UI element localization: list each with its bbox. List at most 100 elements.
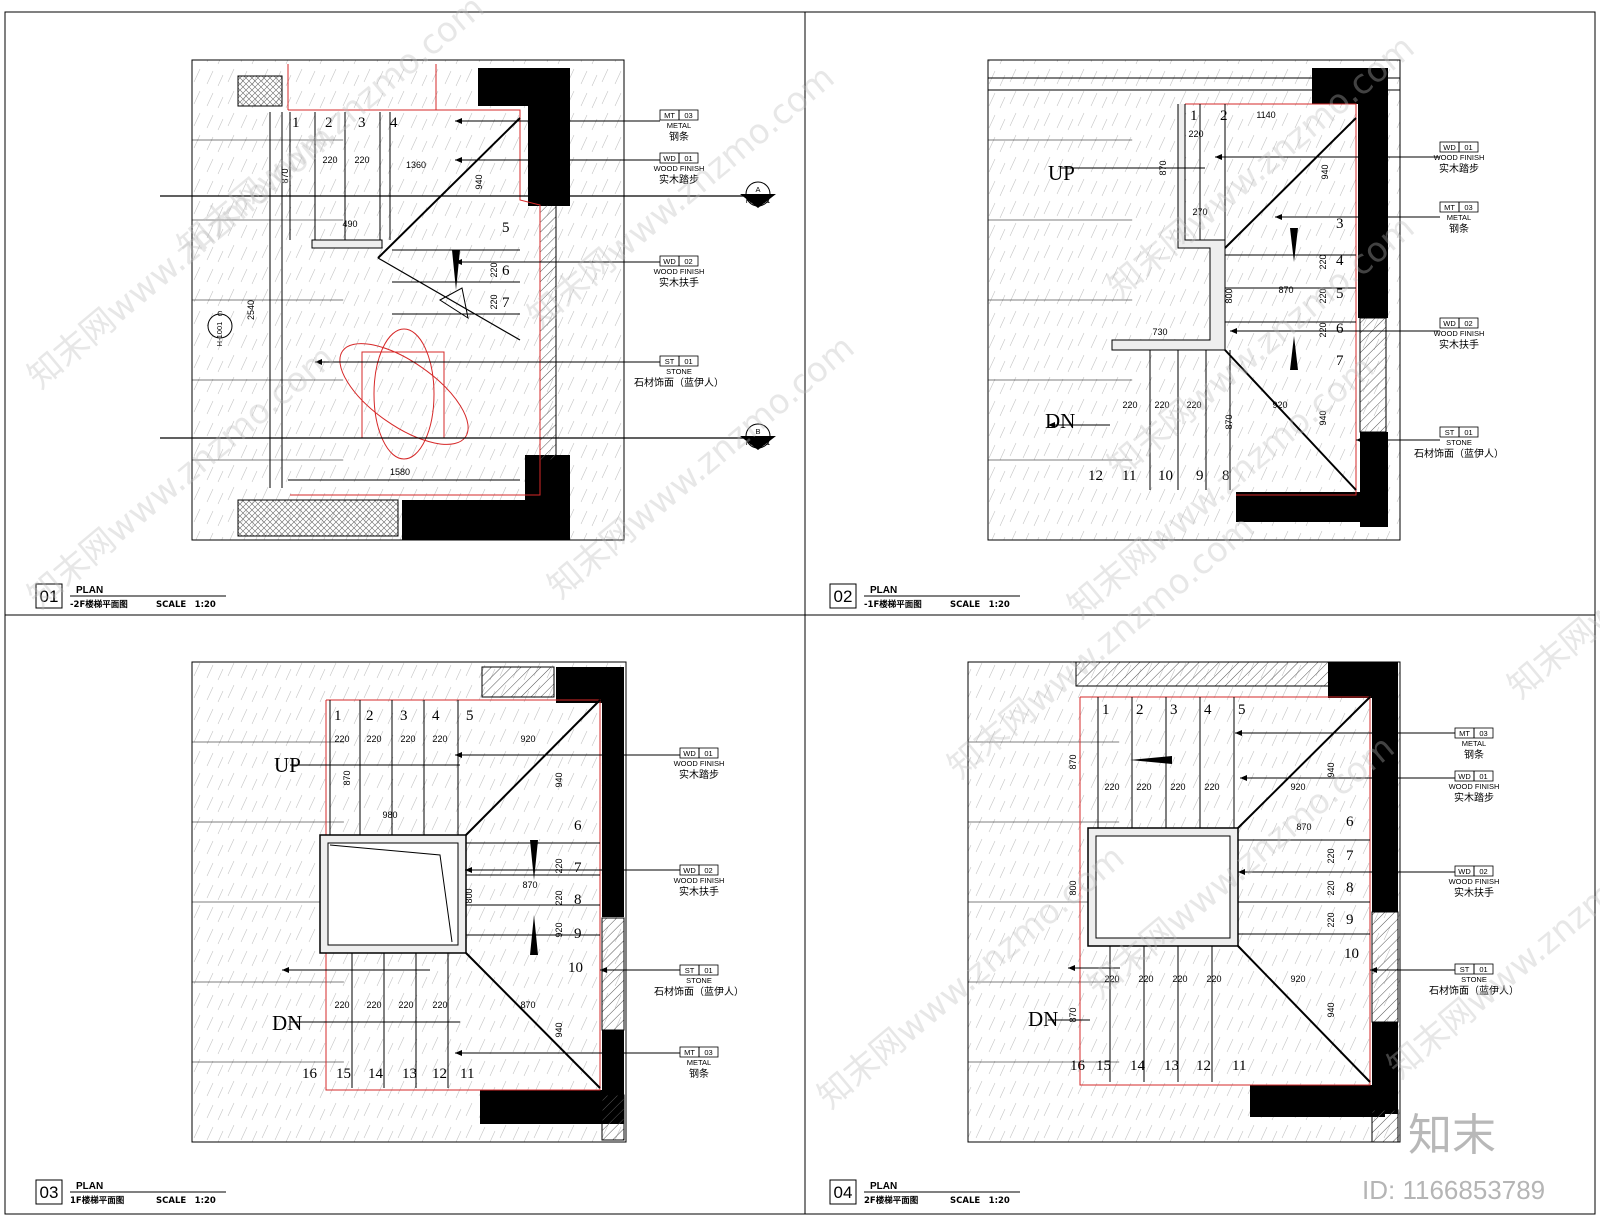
dim-label: 920 (1290, 974, 1305, 984)
dim-label: 220 (1138, 974, 1153, 984)
leader-arrow-head (455, 1050, 462, 1056)
diagonal-stringer (465, 699, 601, 836)
dim-label: 870 (1068, 1007, 1078, 1022)
tag-number: 01 (704, 966, 712, 975)
leader-arrow-head (600, 967, 607, 973)
dim-label: 220 (1318, 288, 1328, 303)
dim-label: 220 (1204, 782, 1219, 792)
dim-label: 220 (398, 1000, 413, 1010)
dim-label: 220 (334, 734, 349, 744)
title-plan-label: PLAN (76, 585, 103, 596)
dim-label: 220 (322, 155, 337, 165)
step-number: 6 (502, 263, 510, 279)
diagonal-stringer (377, 257, 521, 341)
tag-number: 01 (1464, 428, 1472, 437)
step-number: 4 (1336, 253, 1344, 269)
tag-english: STONE (686, 976, 712, 985)
dim-label: 920 (554, 922, 564, 937)
section-letter: A (755, 185, 760, 194)
step-number: 8 (574, 892, 582, 908)
dn-label: DN (272, 1011, 302, 1035)
image-id-text: ID: 1166853789 (1362, 1175, 1545, 1205)
dim-label: 940 (1318, 410, 1328, 425)
step-number: 8 (1346, 880, 1354, 896)
dim-label: 940 (554, 772, 564, 787)
step-number: 10 (1158, 468, 1173, 484)
dim-label: 940 (1326, 762, 1336, 777)
tag-code: ST (665, 357, 675, 366)
wall-bottom (480, 1090, 624, 1124)
title-drawing-name: -2F楼梯平面图 (70, 599, 128, 610)
tag-code: ST (1460, 965, 1470, 974)
step-number: 7 (502, 295, 510, 311)
tag-number: 03 (684, 111, 692, 120)
tag-code: WD (1443, 319, 1456, 328)
dim-label: 490 (342, 219, 357, 229)
step-number: 16 (302, 1066, 318, 1082)
title-number: 02 (834, 587, 853, 606)
tag-code: MT (1444, 203, 1455, 212)
step-number: 15 (336, 1066, 351, 1082)
dim-label: 870 (280, 168, 290, 183)
dim-label: 220 (1136, 782, 1151, 792)
tag-code: MT (664, 111, 675, 120)
direction-arrow (452, 250, 460, 290)
step-number: 5 (1336, 286, 1344, 302)
step-number: 1 (1102, 702, 1110, 718)
dn-label: DN (1028, 1007, 1058, 1031)
step-number: 9 (1196, 468, 1204, 484)
direction-arrow-up (530, 915, 538, 955)
landing-edge (311, 239, 383, 249)
dim-label: 220 (554, 858, 564, 873)
tag-chinese: 实木踏步 (659, 173, 699, 186)
title-scale: SCALE 1:20 (156, 600, 216, 610)
step-number: 6 (1336, 321, 1344, 337)
dim-label: 220 (1326, 848, 1336, 863)
tag-english: STONE (666, 367, 692, 376)
section-ref: H-1001 (215, 322, 224, 347)
wall-hatch-bottom (601, 1094, 625, 1141)
direction-arrow-down (1290, 228, 1298, 262)
tag-chinese: 石材饰面（蓝伊人） (1414, 447, 1504, 460)
step-number: 2 (1136, 702, 1144, 718)
dim-label: 870 (1296, 822, 1311, 832)
stairwell-red-outline (325, 699, 601, 1091)
direction-arrow-down (530, 840, 538, 880)
section-marker-arrow (740, 436, 776, 450)
leader-arrow-head (1215, 154, 1222, 160)
tag-english: WOOD FINISH (1449, 877, 1500, 886)
section-marker (207, 313, 233, 339)
title-scale: SCALE 1:20 (950, 1196, 1010, 1206)
tag-code: MT (1459, 729, 1470, 738)
stair-void-inner (1095, 835, 1231, 939)
diagonal-stringer (1237, 696, 1371, 829)
tag-chinese: 实木扶手 (679, 885, 719, 898)
step-number: 12 (1196, 1058, 1211, 1074)
dn-label: DN (1045, 409, 1075, 433)
tag-english: WOOD FINISH (1434, 153, 1485, 162)
wall-hatch-bottom (1371, 1109, 1399, 1143)
step-number: 8 (1222, 468, 1230, 484)
step-number: 14 (368, 1066, 384, 1082)
wall-hatch (1359, 317, 1387, 433)
sheet-frame (4, 11, 1596, 1215)
tag-chinese: 钢条 (669, 130, 689, 143)
tag-english: METAL (687, 1058, 711, 1067)
tag-english: METAL (1447, 213, 1471, 222)
tag-code: ST (685, 966, 695, 975)
dim-label: 220 (334, 1000, 349, 1010)
leader-arrow-head (465, 867, 472, 873)
tag-number: 03 (1464, 203, 1472, 212)
dim-label: 920 (520, 734, 535, 744)
tag-number: 02 (1464, 319, 1472, 328)
step-number: 4 (432, 708, 440, 724)
dim-label: 220 (1318, 254, 1328, 269)
dim-label: 800 (1224, 288, 1234, 303)
dim-label: 870 (1068, 754, 1078, 769)
